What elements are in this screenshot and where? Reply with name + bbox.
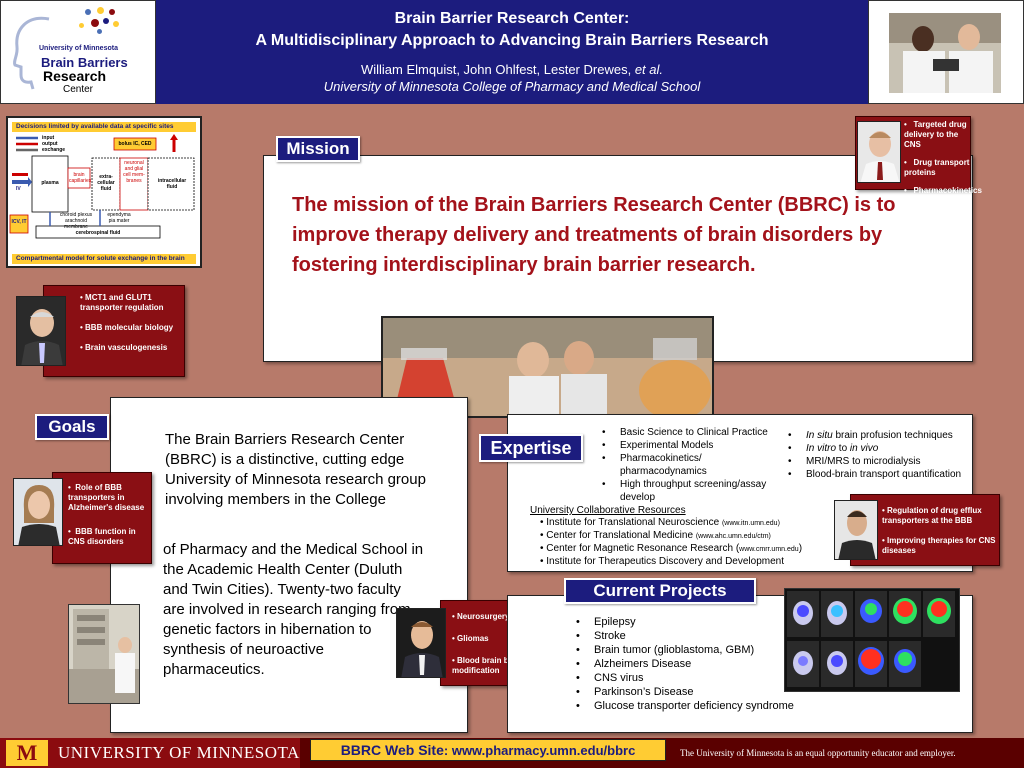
photo-researchers-lab (868, 0, 1024, 104)
diagram-shapes (9, 134, 195, 239)
mission-statement: The mission of the Brain Barriers Resear… (292, 194, 896, 276)
card1-item: • Pharmacokinetics (904, 186, 982, 195)
label-intracellular: intracellular fluid (157, 178, 187, 190)
logo-center: Center (63, 84, 94, 95)
faculty-card-5-text: • Regulation of drug efflux transporters… (882, 506, 998, 556)
project-item: CNS virus (570, 671, 830, 685)
project-item: Brain tumor (glioblastoma, GBM) (570, 643, 830, 657)
logo-university: University of Minnesota (39, 45, 118, 52)
umn-m-icon: M (6, 740, 48, 766)
equal-opportunity-statement: The University of Minnesota is an equal … (680, 748, 956, 758)
diagram-title: Decisions limited by available data at s… (12, 122, 196, 132)
resource-item: Center for Magnetic Resonance Research (… (530, 543, 830, 556)
affiliation: University of Minnesota College of Pharm… (323, 79, 701, 94)
label-plasma: plasma (41, 180, 59, 186)
web-site-banner[interactable]: BBRC Web Site: www.pharmacy.umn.edu/bbrc (310, 739, 666, 761)
expertise-title: Expertise (479, 434, 583, 462)
label-csf: cerebrospinal fluid (75, 230, 121, 236)
faculty-card-2-text: • MCT1 and GLUT1 transporter regulation … (80, 293, 182, 353)
projects-list: Epilepsy Stroke Brain tumor (glioblastom… (570, 615, 830, 713)
authors: William Elmquist, John Ohlfest, Lester D… (360, 62, 663, 77)
faculty-card-2 (43, 285, 185, 377)
card4-item: • Neurosurgery (452, 612, 510, 621)
imaging-grid (784, 588, 960, 692)
diagram-footer: Compartmental model for solute exchange … (12, 254, 196, 264)
expertise-item: Pharmacokinetics/ pharmacodynamics (598, 452, 782, 478)
goals-text-top: The Brain Barriers Research Center (BBRC… (165, 431, 426, 508)
legend-exchange: exchange (42, 147, 66, 153)
expertise-list-2: In situ brain profusion techniques In vi… (784, 429, 970, 481)
faculty-photo-3 (13, 478, 63, 546)
card2-item: • MCT1 and GLUT1 transporter regulation (80, 293, 164, 312)
label-bolus: bolus IC, CED (118, 141, 152, 147)
expertise-item: In situ brain profusion techniques (784, 429, 970, 442)
mission-title: Mission (276, 136, 360, 162)
resource-item: Institute for Translational Neuroscience… (530, 517, 830, 530)
bbrc-logo: University of Minnesota Brain Barriers R… (0, 0, 156, 104)
resource-item: Institute for Therapeutics Discovery and… (530, 556, 830, 568)
goals-title: Goals (35, 414, 109, 440)
label-choroid: choroid plexus arachnoid membrane (59, 212, 93, 230)
web-site-label: BBRC Web Site (340, 742, 444, 758)
goals-text-bottom: of Pharmacy and the Medical School in th… (163, 541, 424, 678)
photo-lab-equipment (68, 604, 140, 704)
logo-research: Research (43, 68, 107, 84)
title-line-1: Brain Barrier Research Center: (394, 10, 630, 27)
card2-item: • BBB molecular biology (80, 323, 174, 332)
umn-wordmark: M University of Minnesota (0, 738, 300, 768)
card1-item: • Targeted drug delivery to the CNS (904, 120, 967, 149)
label-ependyma: ependyma pia mater (107, 212, 131, 224)
expertise-item: Blood-brain transport quantification (784, 468, 970, 481)
faculty-card-4-text: • Neurosurgery • Gliomas • Blood brain b… (452, 612, 544, 676)
head-silhouette-icon (13, 16, 50, 90)
label-neuronal: neuronal and glial cell mem-branes (123, 160, 145, 184)
photo-lab-flasks (381, 316, 714, 418)
project-item: Epilepsy (570, 615, 830, 629)
card3-item: • Role of BBB transporters in Alzheimer'… (68, 483, 145, 512)
resources-list: Institute for Translational Neuroscience… (530, 517, 830, 568)
expertise-item: Experimental Models (598, 439, 782, 452)
card3-item: • BBB function in CNS disorders (68, 527, 136, 546)
card4-item: • Blood brain barrier modification (452, 656, 530, 675)
faculty-card-1-text: • Targeted drug delivery to the CNS • Dr… (904, 120, 982, 196)
title-line-2: A Multidisciplinary Approach to Advancin… (255, 32, 769, 49)
expertise-list-1: Basic Science to Clinical Practice Exper… (598, 426, 782, 504)
legend-input: input (42, 135, 55, 141)
logo-brain-barriers: Brain Barriers (41, 55, 128, 70)
faculty-photo-1 (857, 121, 901, 183)
expertise-item: Basic Science to Clinical Practice (598, 426, 782, 439)
expertise-item: High throughput screening/assay develop (598, 478, 782, 504)
faculty-card-3-text: • Role of BBB transporters in Alzheimer'… (68, 483, 152, 547)
project-item: Stroke (570, 629, 830, 643)
card2-item: • Brain vasculogenesis (80, 343, 168, 352)
card5-item: • Regulation of drug efflux transporters… (882, 506, 982, 525)
expertise-item: MRI/MRS to microdialysis (784, 455, 970, 468)
resources-title: University Collaborative Resources (530, 505, 686, 516)
header-banner: Brain Barrier Research Center: A Multidi… (156, 0, 868, 104)
legend-output: output (42, 141, 58, 147)
faculty-photo-5 (834, 500, 878, 560)
scan-row-1 (787, 591, 955, 637)
label-brain-capillaries: brain capillaries (69, 172, 92, 184)
faculty-photo-2 (16, 296, 66, 366)
faculty-photo-4 (396, 608, 446, 678)
web-site-url[interactable]: : www.pharmacy.umn.edu/bbrc (443, 743, 636, 758)
project-item: Glucose transporter deficiency syndrome (570, 699, 830, 713)
label-icv: ICV, IT (11, 219, 27, 225)
label-iv: IV (16, 186, 21, 192)
compartment-model-diagram: Decisions limited by available data at s… (6, 116, 202, 268)
label-extracellular: extra-cellular fluid (97, 174, 115, 192)
resource-item: Center for Translational Medicine (www.a… (530, 530, 830, 543)
card1-item: • Drug transport proteins (904, 158, 970, 177)
projects-title: Current Projects (564, 578, 756, 604)
card4-item: • Gliomas (452, 634, 489, 643)
umn-name: University of Minnesota (58, 743, 300, 762)
expertise-item: In vitro to in vivo (784, 442, 970, 455)
scan-row-2 (787, 641, 921, 687)
project-item: Alzheimers Disease (570, 657, 830, 671)
card5-item: • Improving therapies for CNS diseases (882, 536, 996, 555)
project-item: Parkinson’s Disease (570, 685, 830, 699)
